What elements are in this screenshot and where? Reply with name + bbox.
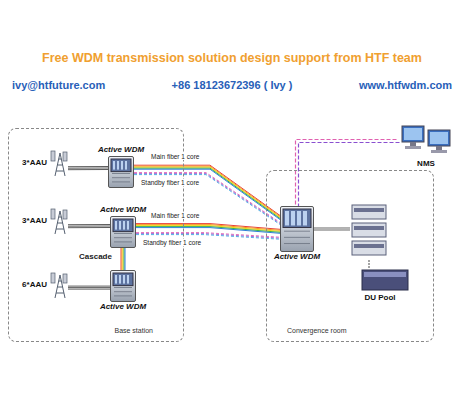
device-label: DU Pool	[364, 294, 395, 303]
cable-connector	[68, 225, 110, 228]
aau-label: 3*AAU	[22, 159, 47, 168]
fiber-strand	[134, 173, 280, 223]
ant-icon	[50, 150, 68, 176]
contact-text: www.htfwdm.com	[359, 79, 452, 91]
contact-text: ivy@htfuture.com	[12, 79, 105, 91]
contact-text: +86 18123672396 ( Ivy )	[172, 79, 293, 91]
fiber-strand	[122, 248, 123, 270]
fiber-connector	[134, 173, 280, 225]
fiber-strand	[296, 140, 399, 205]
wdm-device: Active WDM	[280, 206, 314, 252]
fiber-strand	[314, 227, 350, 228]
fiber-strand	[68, 169, 108, 170]
aau-label: 3*AAU	[22, 217, 47, 226]
fiber-label: Standby fiber 1 core	[142, 239, 202, 246]
fiber-strand	[125, 248, 126, 270]
fiber-strand	[124, 248, 125, 270]
fiber-label: Main fiber 1 core	[150, 153, 200, 160]
device-label: Active WDM	[98, 146, 144, 155]
wdm-device: Active WDM	[110, 216, 136, 248]
fiber-strand	[121, 248, 122, 270]
fiber-strand	[136, 226, 280, 232]
fiber-strand	[68, 227, 110, 228]
fiber-strand	[68, 224, 110, 225]
region-label: Convergence room	[287, 327, 347, 335]
device-label: Active WDM	[100, 206, 146, 215]
server-pool: DU Pool	[350, 204, 410, 292]
fiber-connector	[136, 224, 280, 234]
ant-icon	[50, 208, 68, 234]
fiber-strand	[134, 168, 280, 218]
title-text: Free WDM transmission solution design su…	[0, 52, 464, 66]
nms-station: NMS	[400, 124, 452, 158]
fiber-strand	[68, 226, 110, 227]
aau-label: 6*AAU	[22, 281, 47, 290]
fiber-strand	[123, 248, 124, 270]
wdm-icon	[111, 271, 135, 301]
region-label: Base station	[114, 327, 153, 335]
fiber-strand	[134, 169, 280, 219]
fiber-connector	[296, 140, 402, 208]
wdm-device: Active WDM	[108, 156, 134, 188]
cable-connector	[68, 167, 108, 170]
ant-icon	[50, 272, 68, 298]
device-label: NMS	[417, 160, 435, 169]
fiber-strand	[136, 227, 280, 233]
fiber-connector	[121, 248, 125, 270]
wdm-icon	[281, 207, 313, 251]
fiber-strand	[68, 168, 108, 169]
fiber-connector	[314, 228, 350, 230]
cascade-label: Cascade	[78, 253, 113, 262]
nms-icon	[400, 124, 452, 158]
fiber-label: Standby fiber 1 core	[140, 179, 200, 186]
device-label: Active WDM	[274, 253, 320, 262]
fiber-strand	[136, 234, 280, 239]
fiber-strand	[314, 229, 350, 230]
aau-antenna: 6*AAU	[50, 272, 68, 298]
wdm-icon	[109, 157, 133, 187]
wdm-device: Active WDM	[110, 270, 136, 302]
fiber-strand	[68, 287, 110, 288]
fiber-strand	[134, 175, 280, 225]
fiber-strand	[68, 166, 108, 167]
fiber-label: Main fiber 1 core	[150, 212, 200, 219]
wdm-icon	[111, 217, 135, 247]
aau-antenna: 3*AAU	[50, 150, 68, 176]
device-label: Active WDM	[100, 303, 146, 312]
fiber-strand	[68, 289, 110, 290]
srv-icon	[350, 204, 410, 292]
fiber-strand	[134, 174, 280, 224]
cable-connector	[68, 286, 110, 289]
fiber-strand	[68, 286, 110, 287]
room-region: Active WDM DU PoolConvergence room	[266, 170, 434, 342]
aau-antenna: 3*AAU	[50, 208, 68, 234]
fiber-strand	[299, 143, 402, 208]
